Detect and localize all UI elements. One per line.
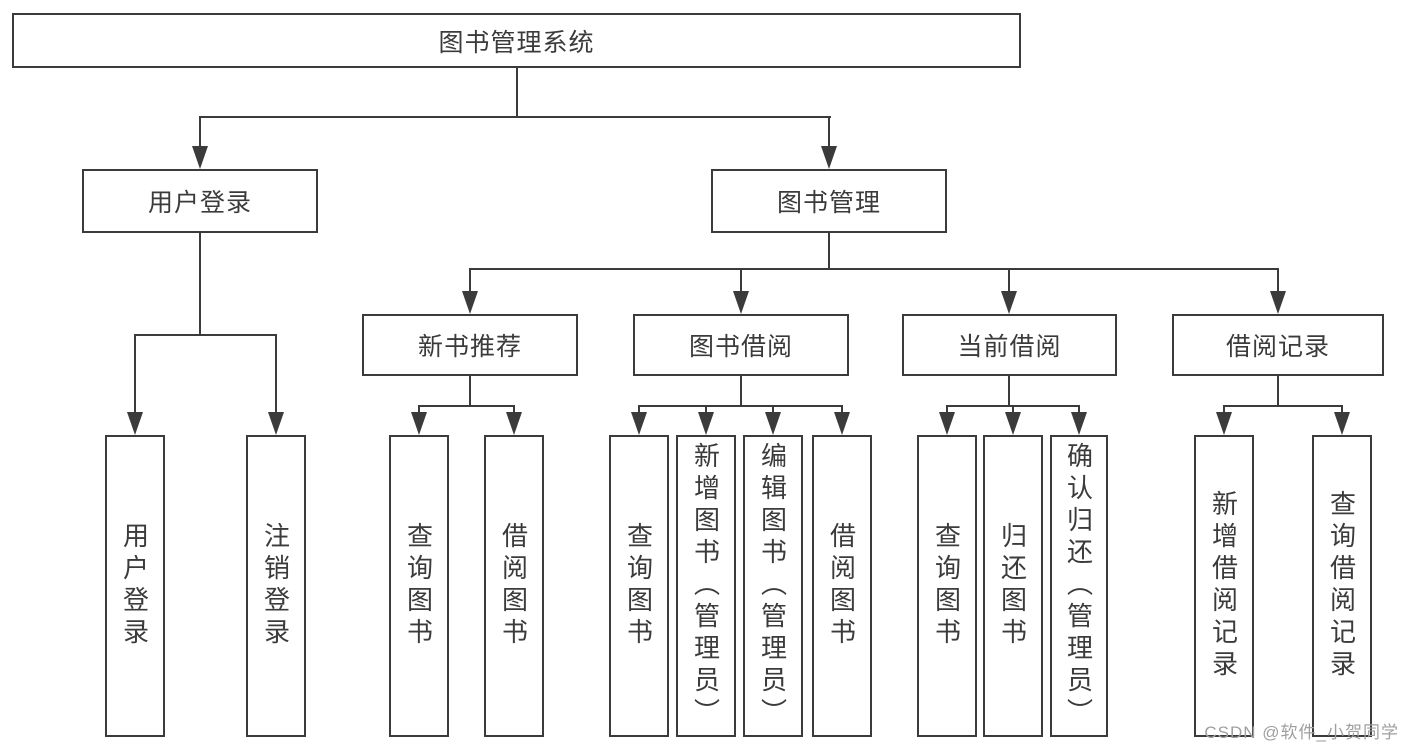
leaf-query-books-current: 查询图书	[917, 435, 977, 737]
leaf-borrow-books-borrowing: 借阅图书	[812, 435, 872, 737]
leaf-logout: 注销登录	[246, 435, 306, 737]
node-library-management-system: 图书管理系统	[12, 13, 1021, 68]
connector-line	[1277, 268, 1279, 293]
leaf-query-books-newbooks: 查询图书	[389, 435, 449, 737]
connector-arrowhead	[462, 291, 478, 314]
connector-line	[418, 405, 420, 415]
leaf-borrow-books-newbooks: 借阅图书	[484, 435, 544, 737]
connector-line	[418, 405, 515, 407]
connector-line	[1008, 268, 1010, 293]
connector-line	[469, 268, 1279, 270]
connector-arrowhead	[834, 412, 850, 435]
connector-arrowhead	[1005, 412, 1021, 435]
connector-line	[199, 116, 831, 118]
node-new-book-recommendation: 新书推荐	[362, 314, 578, 376]
node-current-borrowing: 当前借阅	[902, 314, 1117, 376]
leaf-return-books: 归还图书	[983, 435, 1043, 737]
connector-line	[1078, 405, 1080, 415]
leaf-add-borrow-record: 新增借阅记录	[1194, 435, 1254, 737]
csdn-watermark: CSDN @软件_小贺同学	[1204, 723, 1399, 742]
connector-line	[134, 334, 277, 336]
connector-arrowhead	[411, 412, 427, 435]
connector-arrowhead	[268, 412, 284, 435]
connector-line	[199, 233, 201, 336]
leaf-query-books-borrowing: 查询图书	[609, 435, 669, 737]
leaf-user-login: 用户登录	[105, 435, 165, 737]
connector-arrowhead	[631, 412, 647, 435]
connector-line	[469, 268, 471, 293]
connector-arrowhead	[698, 412, 714, 435]
connector-line	[1008, 376, 1010, 407]
connector-line	[705, 405, 707, 415]
connector-line	[1341, 405, 1343, 415]
node-borrowing-records: 借阅记录	[1172, 314, 1384, 376]
leaf-add-book-admin: 新增图书（管理员）	[676, 435, 736, 737]
node-book-borrowing: 图书借阅	[633, 314, 849, 376]
connector-arrowhead	[939, 412, 955, 435]
connector-line	[134, 334, 136, 413]
leaf-query-borrow-record: 查询借阅记录	[1312, 435, 1372, 737]
connector-line	[513, 405, 515, 415]
connector-line	[638, 405, 843, 407]
connector-line	[516, 68, 518, 118]
connector-line	[828, 116, 830, 147]
connector-arrowhead	[1334, 412, 1350, 435]
connector-arrowhead	[1001, 291, 1017, 314]
leaf-edit-book-admin: 编辑图书（管理员）	[743, 435, 803, 737]
connector-line	[828, 233, 830, 270]
connector-arrowhead	[821, 146, 837, 169]
connector-arrowhead	[192, 146, 208, 169]
connector-line	[740, 268, 742, 293]
connector-arrowhead	[506, 412, 522, 435]
connector-line	[1277, 376, 1279, 407]
node-book-management: 图书管理	[711, 169, 947, 233]
connector-line	[1223, 405, 1225, 415]
connector-line	[1012, 405, 1014, 415]
connector-line	[638, 405, 640, 415]
connector-arrowhead	[765, 412, 781, 435]
connector-arrowhead	[733, 291, 749, 314]
connector-line	[946, 405, 948, 415]
connector-line	[199, 116, 201, 147]
connector-arrowhead	[127, 412, 143, 435]
connector-line	[275, 334, 277, 413]
connector-line	[1223, 405, 1343, 407]
node-user-login: 用户登录	[82, 169, 318, 233]
connector-line	[841, 405, 843, 415]
connector-line	[469, 376, 471, 407]
connector-arrowhead	[1216, 412, 1232, 435]
leaf-confirm-return-admin: 确认归还（管理员）	[1050, 435, 1108, 737]
connector-line	[740, 376, 742, 407]
connector-arrowhead	[1270, 291, 1286, 314]
connector-arrowhead	[1071, 412, 1087, 435]
connector-line	[772, 405, 774, 415]
